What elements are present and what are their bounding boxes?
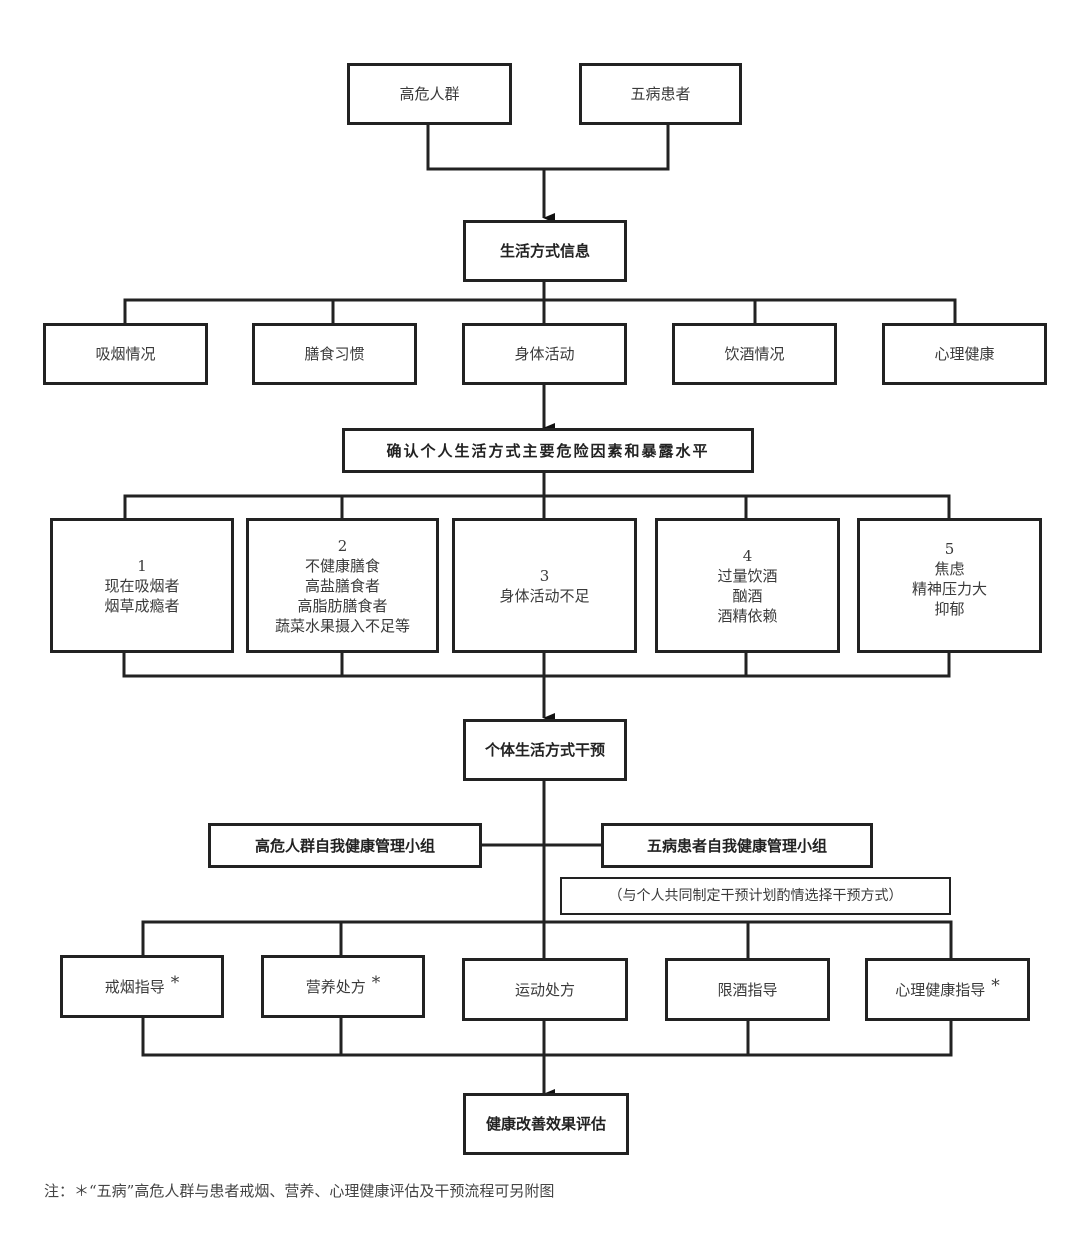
risk-factor-box: 4 过量饮酒 酗酒 酒精依赖 [655, 518, 840, 653]
source-label: 五病患者 [630, 85, 691, 103]
intervention-option-box: 营养处方 * [261, 955, 425, 1018]
category-label: 身体活动 [514, 345, 575, 363]
intervention-option-box: 戒烟指导 * [60, 955, 224, 1018]
source-patients-box: 五病患者 [579, 63, 742, 125]
category-box-mental: 心理健康 [882, 323, 1047, 385]
plan-note-box: （与个人共同制定干预计划酌情选择干预方式） [560, 877, 951, 915]
risk-factor-number: 4 [742, 546, 753, 565]
source-merge-line [426, 123, 670, 171]
lifestyle-info-label: 生活方式信息 [499, 242, 590, 260]
risk-factor-line: 烟草成瘾者 [104, 596, 180, 615]
intervention-option-label: 限酒指导 [717, 980, 778, 999]
risk-factor-line: 焦虑 [934, 559, 965, 578]
risk-factor-line: 高脂肪膳食者 [297, 596, 388, 615]
patient-group-box: 五病患者自我健康管理小组 [601, 823, 873, 868]
risk-factor-line: 不健康膳食 [304, 556, 380, 575]
category-box-activity: 身体活动 [462, 323, 627, 385]
asterisk-icon: * [371, 972, 381, 993]
category-box-diet: 膳食习惯 [252, 323, 417, 385]
high-risk-group-box: 高危人群自我健康管理小组 [208, 823, 482, 868]
risk-factor-line: 酗酒 [732, 586, 763, 605]
category-box-drinking: 饮酒情况 [672, 323, 837, 385]
risk-factor-number: 2 [337, 536, 348, 555]
risk-factor-line: 酒精依赖 [717, 606, 778, 625]
risk-factor-number: 1 [137, 556, 147, 575]
category-label: 饮酒情况 [724, 345, 785, 363]
asterisk-icon: * [170, 972, 180, 993]
intervention-option-label: 运动处方 [514, 980, 575, 999]
confirm-risk-label: 确认个人生活方式主要危险因素和暴露水平 [386, 441, 710, 460]
category-label: 膳食习惯 [304, 345, 365, 363]
group-label: 五病患者自我健康管理小组 [646, 836, 827, 855]
risk-factor-box: 3 身体活动不足 [452, 518, 637, 653]
risk-factor-line: 抑郁 [934, 599, 965, 618]
plan-note-label: （与个人共同制定干预计划酌情选择干预方式） [608, 888, 903, 904]
group-label: 高危人群自我健康管理小组 [254, 836, 435, 855]
category-label: 心理健康 [934, 345, 995, 363]
risk-factor-box: 2 不健康膳食 高盐膳食者 高脂肪膳食者 蔬菜水果摄入不足等 [246, 518, 439, 653]
footnote: 注：＊“五病”高危人群与患者戒烟、营养、心理健康评估及干预流程可另附图 [44, 1182, 555, 1200]
risk-factor-line: 精神压力大 [911, 579, 987, 598]
evaluation-box: 健康改善效果评估 [463, 1093, 629, 1155]
intervention-branch-line [141, 920, 953, 960]
asterisk-icon: * [991, 975, 1000, 996]
intervention-merge-line [141, 1017, 953, 1057]
risk-factor-box: 5 焦虑 精神压力大 抑郁 [857, 518, 1042, 653]
risk-branch-line [123, 494, 951, 520]
intervention-option-label: 戒烟指导 [104, 977, 165, 996]
risk-factor-box: 1 现在吸烟者 烟草成瘾者 [50, 518, 234, 653]
intervention-label: 个体生活方式干预 [484, 741, 605, 759]
intervention-option-label: 营养处方 [305, 977, 366, 996]
risk-factor-number: 5 [944, 539, 955, 558]
category-box-smoking: 吸烟情况 [43, 323, 208, 385]
risk-factor-line: 身体活动不足 [499, 586, 590, 605]
risk-factor-line: 蔬菜水果摄入不足等 [274, 616, 410, 635]
intervention-option-box: 心理健康指导 * [865, 958, 1030, 1021]
intervention-option-box: 限酒指导 [665, 958, 830, 1021]
risk-factor-line: 过量饮酒 [717, 566, 778, 585]
category-branch-line [123, 298, 957, 325]
risk-factor-number: 3 [539, 566, 550, 585]
risk-factor-line: 高盐膳食者 [304, 576, 380, 595]
intervention-option-box: 运动处方 [462, 958, 628, 1021]
risk-factor-line: 现在吸烟者 [104, 576, 180, 595]
source-label: 高危人群 [399, 85, 460, 103]
source-high-risk-box: 高危人群 [347, 63, 512, 125]
lifestyle-info-box: 生活方式信息 [463, 220, 627, 282]
intervention-box: 个体生活方式干预 [463, 719, 627, 781]
category-label: 吸烟情况 [95, 345, 156, 363]
intervention-option-label: 心理健康指导 [895, 980, 986, 999]
risk-merge-line [122, 651, 951, 678]
confirm-risk-box: 确认个人生活方式主要危险因素和暴露水平 [342, 428, 754, 473]
evaluation-label: 健康改善效果评估 [485, 1115, 606, 1133]
